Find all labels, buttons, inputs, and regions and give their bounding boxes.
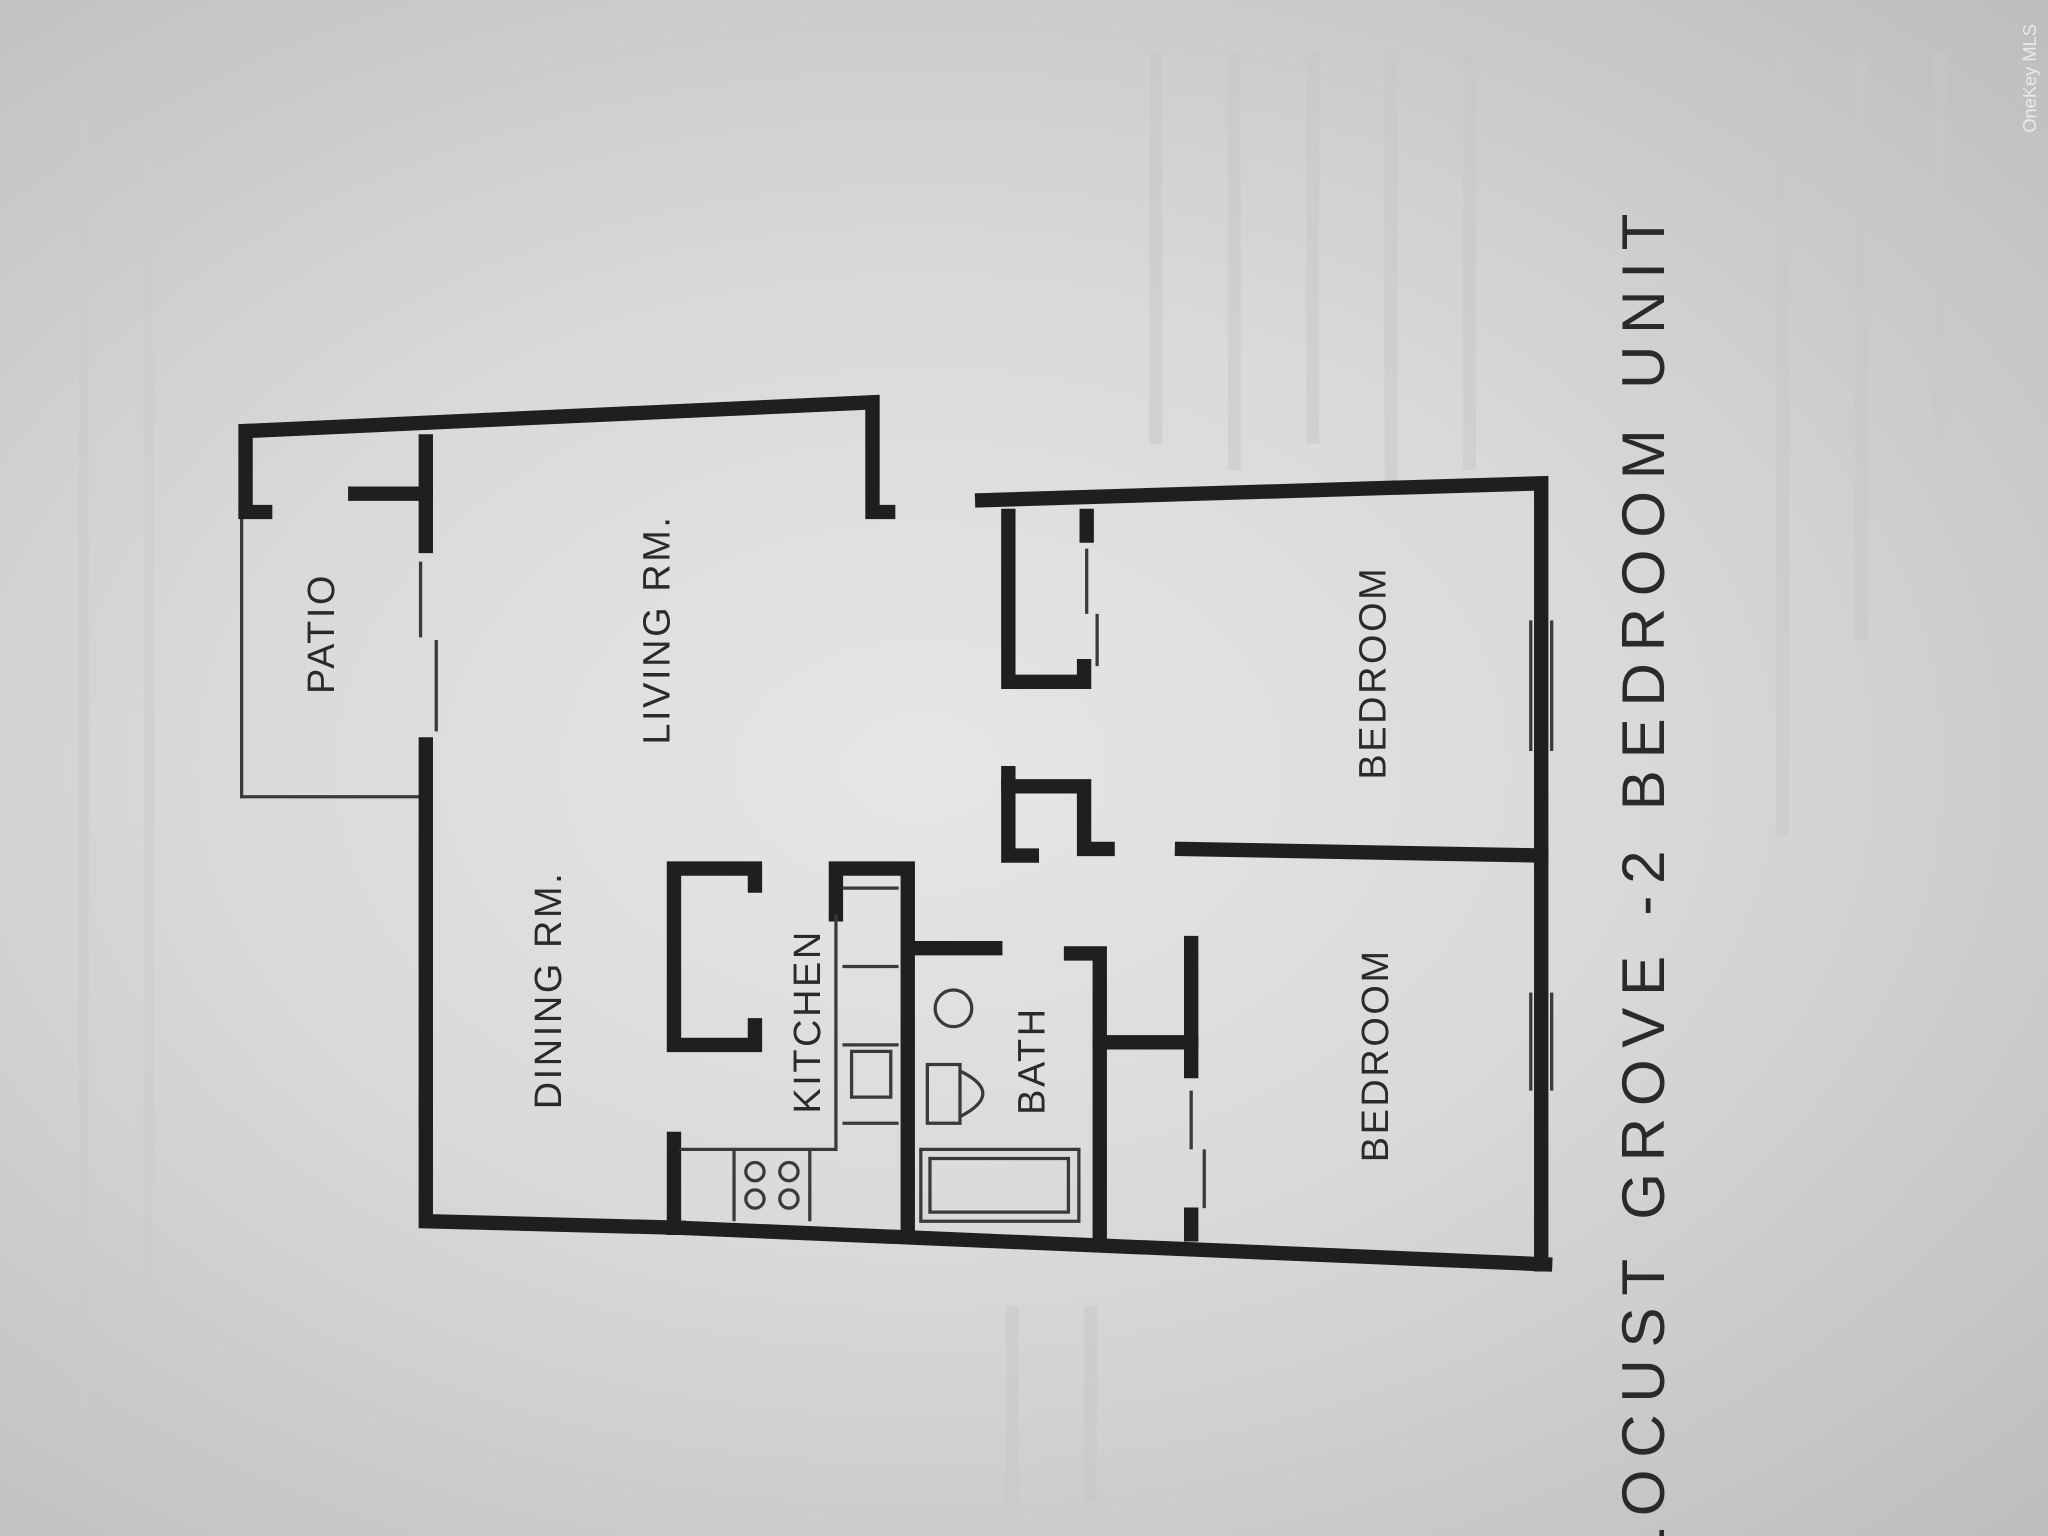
walls bbox=[238, 394, 1554, 1272]
watermark: OneKey MLS bbox=[2019, 24, 2040, 133]
room-label-bedroom-1: BEDROOM bbox=[1352, 566, 1394, 780]
room-label-dining: DINING RM. bbox=[528, 871, 570, 1110]
plan-title: LOCUST GROVE -2 BEDROOM UNIT bbox=[1610, 202, 1677, 1536]
bleed-through-text bbox=[78, 52, 1947, 1503]
room-label-bath: BATH bbox=[1011, 1006, 1053, 1115]
room-label-patio: PATIO bbox=[301, 573, 343, 694]
room-label-kitchen: KITCHEN bbox=[787, 929, 829, 1113]
room-label-bedroom-2: BEDROOM bbox=[1355, 948, 1397, 1162]
room-label-living: LIVING RM. bbox=[637, 514, 679, 744]
